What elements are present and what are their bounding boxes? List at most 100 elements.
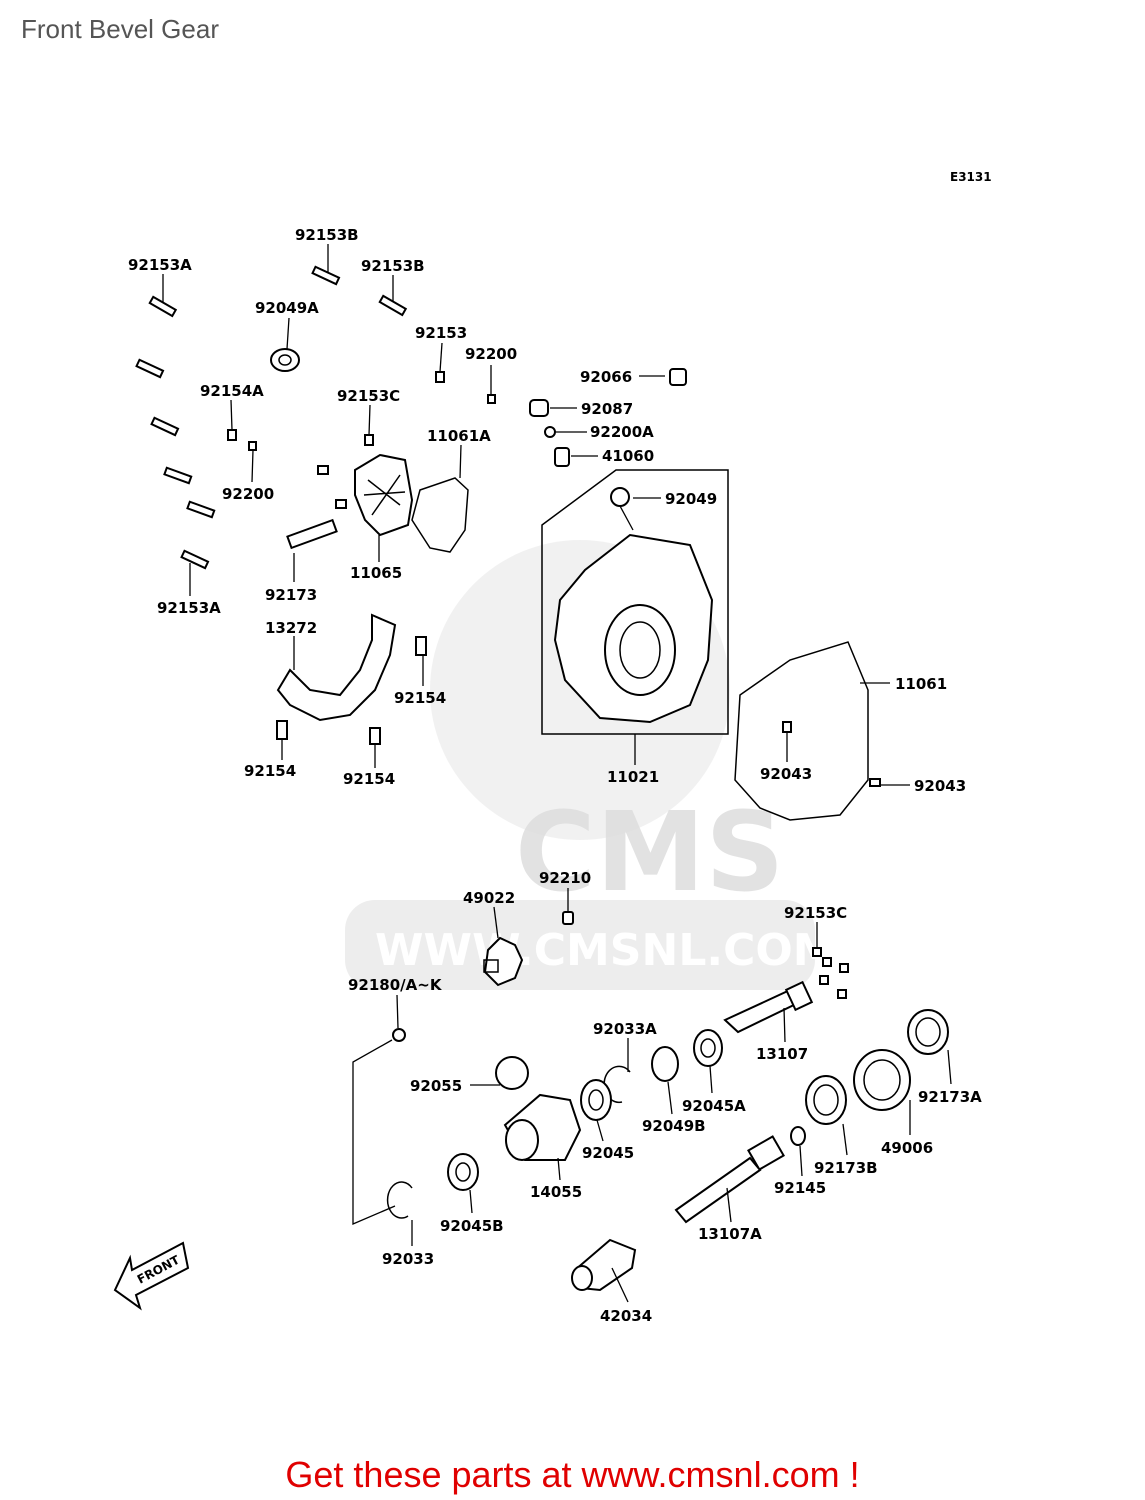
clamp-92173A bbox=[907, 1009, 949, 1055]
label-11061: 11061 bbox=[895, 675, 947, 693]
yoke-42034 bbox=[571, 1238, 637, 1292]
bolt-92154-c bbox=[369, 727, 381, 745]
label-92153C-bot: 92153C bbox=[784, 904, 847, 922]
parts bbox=[135, 265, 949, 1292]
label-92066: 92066 bbox=[580, 368, 632, 386]
label-92153A-bot: 92153A bbox=[157, 599, 221, 617]
diagram-code: E3131 bbox=[950, 170, 992, 184]
label-92154A: 92154A bbox=[200, 382, 264, 400]
label-92087: 92087 bbox=[581, 400, 633, 418]
label-92049A: 92049A bbox=[255, 299, 319, 317]
seal-92049B bbox=[651, 1046, 679, 1082]
plug-92066 bbox=[669, 368, 687, 386]
bolt-92153A-2 bbox=[135, 358, 165, 379]
label-92045B: 92045B bbox=[440, 1217, 504, 1235]
shaft-13107A bbox=[674, 1135, 785, 1224]
label-41060: 41060 bbox=[602, 447, 654, 465]
labels: 92153B 92153A 92153B 92049A 92153 92200 … bbox=[128, 226, 982, 1325]
screw-92153C-top bbox=[364, 434, 374, 446]
bolt-92153A-6 bbox=[180, 549, 210, 570]
label-92154-c: 92154 bbox=[343, 770, 395, 788]
plug-92087 bbox=[529, 399, 549, 417]
label-92200-top: 92200 bbox=[465, 345, 517, 363]
label-92173B: 92173B bbox=[814, 1159, 878, 1177]
label-92043-b: 92043 bbox=[914, 777, 966, 795]
dowel-92043-a bbox=[782, 721, 792, 733]
label-92154-a: 92154 bbox=[394, 689, 446, 707]
watermark-logo: CMS bbox=[515, 788, 784, 916]
watermark-url: WWW.CMSNL.COM bbox=[375, 925, 837, 976]
screw-92153C-bot-3 bbox=[839, 963, 849, 973]
label-92045: 92045 bbox=[582, 1144, 634, 1162]
label-92200A: 92200A bbox=[590, 423, 654, 441]
screw-92200-left bbox=[248, 441, 257, 451]
label-42034: 42034 bbox=[600, 1307, 652, 1325]
label-92180: 92180/A~K bbox=[348, 976, 443, 994]
plate-92173 bbox=[286, 518, 338, 550]
label-92153A-top: 92153A bbox=[128, 256, 192, 274]
label-92049B: 92049B bbox=[642, 1117, 706, 1135]
label-92153: 92153 bbox=[415, 324, 467, 342]
cover-11065 bbox=[354, 453, 414, 537]
nut-92210 bbox=[562, 911, 574, 925]
screw-92154A bbox=[227, 429, 237, 441]
label-92153B-mid: 92153B bbox=[361, 257, 425, 275]
label-13272: 13272 bbox=[265, 619, 317, 637]
leader-lines bbox=[162, 244, 952, 1303]
label-92210: 92210 bbox=[539, 869, 591, 887]
gear-49022 bbox=[483, 936, 524, 987]
label-92043-a: 92043 bbox=[760, 765, 812, 783]
label-92173A: 92173A bbox=[918, 1088, 982, 1106]
label-11021: 11021 bbox=[607, 768, 659, 786]
label-92055: 92055 bbox=[410, 1077, 462, 1095]
bracket-13272 bbox=[276, 613, 397, 722]
bolt-92154-a bbox=[415, 636, 427, 656]
watermark-banner bbox=[345, 900, 815, 990]
label-92153C-top: 92153C bbox=[337, 387, 400, 405]
bearing-92045A bbox=[693, 1029, 723, 1067]
label-92153B-top: 92153B bbox=[295, 226, 359, 244]
bolt-92153A-3 bbox=[150, 416, 180, 437]
washer-92200A bbox=[544, 426, 556, 438]
bearing-92045 bbox=[580, 1079, 612, 1121]
dowel-92043-b bbox=[869, 778, 881, 787]
label-92173: 92173 bbox=[265, 586, 317, 604]
label-92200-left: 92200 bbox=[222, 485, 274, 503]
seal-92049A bbox=[270, 348, 300, 372]
bolt-92153A-4 bbox=[163, 466, 193, 485]
circlip-92033A bbox=[603, 1065, 631, 1104]
housing-14055 bbox=[503, 1093, 582, 1161]
screw-92153C-bot-5 bbox=[837, 989, 847, 999]
circlip-92033 bbox=[386, 1181, 413, 1219]
screw-b bbox=[335, 499, 347, 509]
bolt-92153B-2 bbox=[378, 294, 408, 317]
label-49006: 49006 bbox=[881, 1139, 933, 1157]
bolt-92153A-5 bbox=[186, 500, 216, 519]
screw-92153C-bot-2 bbox=[822, 957, 832, 967]
label-13107: 13107 bbox=[756, 1045, 808, 1063]
page-title: Front Bevel Gear bbox=[21, 14, 219, 44]
label-49022: 49022 bbox=[463, 889, 515, 907]
label-92033: 92033 bbox=[382, 1250, 434, 1268]
label-92045A: 92045A bbox=[682, 1097, 746, 1115]
label-92145: 92145 bbox=[774, 1179, 826, 1197]
screw-92153C-bot-1 bbox=[812, 947, 822, 957]
promo-banner[interactable]: Get these parts at www.cmsnl.com ! bbox=[285, 1454, 860, 1495]
spring-92145 bbox=[790, 1126, 806, 1146]
bolt-92153A-1 bbox=[148, 295, 178, 318]
screw-92153 bbox=[435, 371, 445, 383]
clamp-92173B bbox=[805, 1075, 847, 1125]
gasket-11061 bbox=[734, 641, 869, 821]
label-92049: 92049 bbox=[665, 490, 717, 508]
label-14055: 14055 bbox=[530, 1183, 582, 1201]
pin-41060 bbox=[554, 447, 570, 467]
label-11065: 11065 bbox=[350, 564, 402, 582]
bolt-92154-b bbox=[276, 720, 288, 740]
case-11021 bbox=[541, 469, 729, 735]
ring-92055 bbox=[495, 1056, 529, 1090]
bearing-92045B bbox=[447, 1153, 479, 1191]
bolt-92153B-1 bbox=[311, 265, 341, 286]
screw-92153C-bot-4 bbox=[819, 975, 829, 985]
snapring-92180 bbox=[392, 1028, 406, 1042]
boot-49006 bbox=[853, 1049, 911, 1111]
